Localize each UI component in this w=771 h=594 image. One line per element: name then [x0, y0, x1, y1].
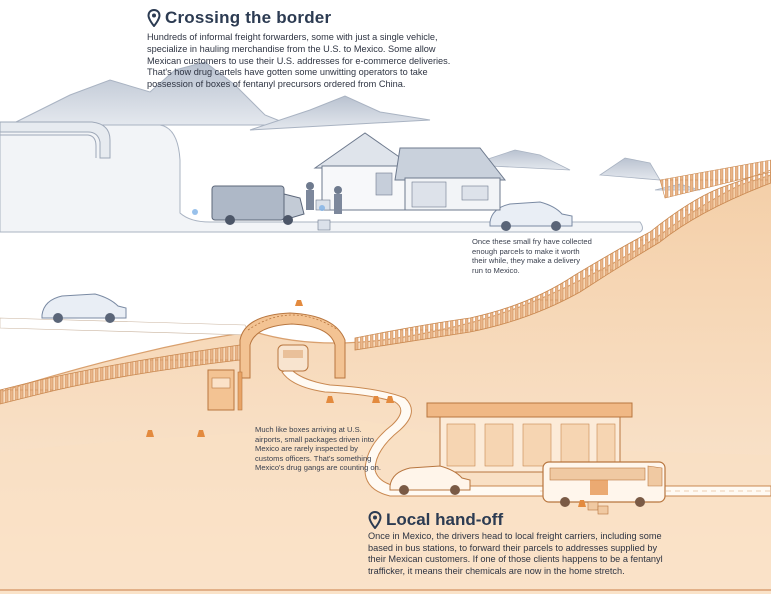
traffic-cones: [146, 300, 586, 507]
section-title: Crossing the border: [165, 8, 332, 27]
location-pin-icon: [368, 511, 382, 529]
caption-inspection: Much like boxes arriving at U.S. airport…: [255, 425, 381, 473]
house: [313, 132, 507, 211]
caption-small-fry: Once these small fry have collected enou…: [472, 237, 592, 275]
people-with-parcels: [192, 182, 342, 231]
location-pin-icon: [147, 9, 161, 27]
section-body: Hundreds of informal freight forwarders,…: [147, 32, 451, 90]
us-road: [0, 317, 251, 336]
border-fence: [0, 159, 771, 405]
bus: [542, 461, 666, 507]
car-us-house: [489, 201, 573, 231]
bus-station: [426, 402, 633, 473]
delivery-van: [211, 185, 305, 225]
customs-checkpoint: [207, 312, 346, 411]
car-us-road: [41, 293, 127, 323]
car-checkpoint: [277, 344, 309, 372]
section-title: Local hand-off: [386, 510, 504, 529]
heading-crossing-border: Crossing the border: [147, 8, 331, 28]
mountains: [9, 61, 701, 191]
parcels-stack: [587, 501, 609, 515]
heading-local-hand-off: Local hand-off: [368, 510, 503, 530]
section-body: Once in Mexico, the drivers head to loca…: [368, 531, 663, 576]
us-plateau: [0, 121, 643, 233]
car-mexico: [389, 465, 471, 495]
